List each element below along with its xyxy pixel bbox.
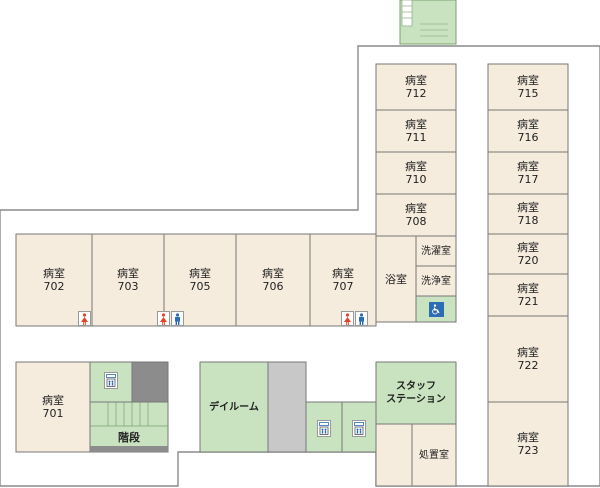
accessible-toilet-icon	[429, 302, 444, 317]
washroom-shape[interactable]	[415, 265, 457, 297]
stair-steps	[90, 402, 168, 427]
female-toilet-icon	[78, 311, 91, 326]
room-720-shape[interactable]	[487, 233, 569, 275]
elevator-icon	[317, 420, 331, 437]
male-toilet-icon	[355, 311, 368, 326]
shaft-shape	[131, 361, 169, 403]
room-711-shape[interactable]	[375, 109, 457, 153]
room-702-shape[interactable]	[15, 233, 93, 327]
room-708-shape[interactable]	[375, 193, 457, 237]
room-710-shape[interactable]	[375, 151, 457, 195]
room-row	[15, 233, 377, 327]
bath-shape[interactable]	[375, 235, 417, 323]
station-shape[interactable]	[375, 361, 457, 425]
stair-exit-icon	[399, 0, 457, 45]
room-715-shape[interactable]	[487, 63, 569, 111]
room-705-shape[interactable]	[163, 233, 237, 327]
room-703-shape[interactable]	[91, 233, 165, 327]
elevator-icon	[104, 372, 118, 389]
treatment-left-shape	[375, 423, 413, 487]
column-b	[487, 63, 569, 487]
column-a	[375, 63, 457, 237]
room-701-shape[interactable]	[15, 361, 91, 453]
male-toilet-icon	[171, 311, 184, 326]
female-toilet-icon	[341, 311, 354, 326]
room-721-shape[interactable]	[487, 273, 569, 317]
room-723-shape[interactable]	[487, 401, 569, 487]
stairs-shape[interactable]	[89, 401, 169, 453]
treatment-shape[interactable]	[411, 423, 457, 487]
laundry-shape[interactable]	[415, 235, 457, 267]
room-722-shape[interactable]	[487, 315, 569, 403]
room-712-shape[interactable]	[375, 63, 457, 111]
elevator-icon	[352, 420, 366, 437]
room-716-shape[interactable]	[487, 109, 569, 153]
room-718-shape[interactable]	[487, 193, 569, 235]
dayroom-shape[interactable]	[199, 361, 269, 453]
room-706-shape[interactable]	[235, 233, 311, 327]
room-707-shape[interactable]	[309, 233, 377, 327]
room-717-shape[interactable]	[487, 151, 569, 195]
dayroom-side-shape	[267, 361, 307, 453]
female-toilet-icon	[157, 311, 170, 326]
stairs-floor-band	[90, 446, 168, 452]
